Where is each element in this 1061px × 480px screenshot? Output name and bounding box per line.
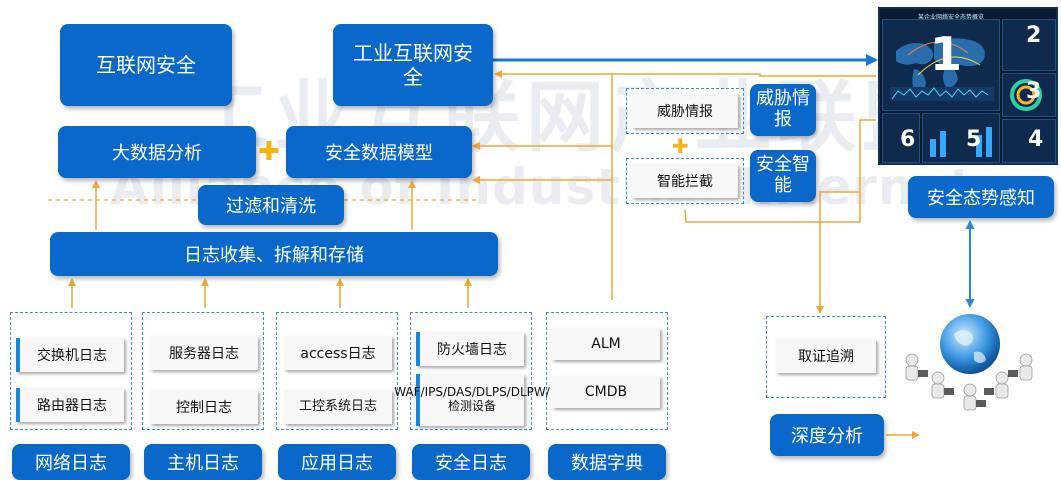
forensics-item: 取证追溯 xyxy=(776,339,876,373)
industrial-internet-security-box: 工业互联网安全 xyxy=(333,24,493,106)
threat-intel-label: 威胁情报 xyxy=(750,84,816,136)
app-log-label: 应用日志 xyxy=(278,444,396,480)
smart-block-item: 智能拦截 xyxy=(632,164,738,198)
log-collect-box: 日志收集、拆解和存储 xyxy=(50,232,498,276)
panel-2: 2 xyxy=(1026,23,1042,48)
big-data-analysis-box: 大数据分析 xyxy=(58,126,256,178)
filter-clean-box: 过滤和清洗 xyxy=(198,185,344,225)
panel-4: 4 xyxy=(1028,127,1044,152)
threat-intel-item: 威胁情报 xyxy=(632,94,738,128)
plus-sign-intel: ✚ xyxy=(672,134,689,158)
world-map-icon xyxy=(890,38,994,101)
deep-analysis-label: 深度分析 xyxy=(770,414,884,456)
situation-monitor: 某企业网络安全态势概览 1 2 3 6 5 4 xyxy=(878,7,1058,165)
panel-5: 5 xyxy=(966,127,982,152)
arrow-monitor-to-forensics xyxy=(816,119,876,314)
network-log-label: 网络日志 xyxy=(12,444,130,480)
access-log-item: access日志 xyxy=(284,336,392,370)
waf-ips-device-item: WAF/IPS/DAS/DLPS/DLPW/检测设备 xyxy=(394,374,550,426)
internet-security-box: 互联网安全 xyxy=(60,24,232,106)
alm-item: ALM xyxy=(552,328,660,360)
panel-3: 3 xyxy=(1026,79,1042,104)
globe-network-icon xyxy=(898,304,1038,414)
switch-log-item: 交换机日志 xyxy=(16,338,124,372)
security-log-label: 安全日志 xyxy=(412,444,530,480)
monitor-title: 某企业网络安全态势概览 xyxy=(918,14,985,21)
panel-6: 6 xyxy=(900,127,916,152)
panel-1: 1 xyxy=(930,27,963,81)
situation-awareness-label: 安全态势感知 xyxy=(908,176,1054,218)
arrow-monitor-feedback xyxy=(494,70,876,78)
security-intel-label: 安全智能 xyxy=(750,150,816,202)
host-log-label: 主机日志 xyxy=(144,444,262,480)
control-log-item: 控制日志 xyxy=(150,390,258,424)
security-data-model-box: 安全数据模型 xyxy=(286,126,472,178)
plus-sign: ✚ xyxy=(258,137,280,167)
router-log-item: 路由器日志 xyxy=(16,388,124,422)
server-log-item: 服务器日志 xyxy=(150,336,258,370)
firewall-log-item: 防火墙日志 xyxy=(416,332,524,366)
ics-log-item: 工控系统日志 xyxy=(284,390,392,424)
data-dictionary-label: 数据字典 xyxy=(548,444,666,480)
cmdb-item: CMDB xyxy=(552,376,660,408)
